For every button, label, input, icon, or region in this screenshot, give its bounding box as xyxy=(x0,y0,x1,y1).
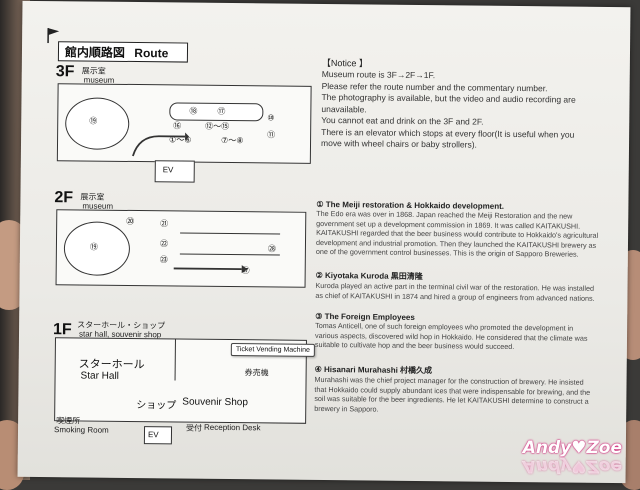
section-1: ① The Meiji restoration & Hokkaido devel… xyxy=(316,200,617,260)
reception-label-en: Reception Desk xyxy=(204,423,261,433)
route-number: ⑫～⑮ xyxy=(205,121,229,132)
route-leaflet: 館内順路図 Route 3F 展示室 museum ⑲ ⑱ ⑰ ⑯ ⑫～⑮ ①～… xyxy=(18,1,631,483)
route-number: ㉓ xyxy=(160,254,168,265)
watermark-reflection: Andy♥Zoe xyxy=(523,456,622,476)
title-jp: 館内順路図 xyxy=(65,45,125,60)
floor-2f-tag: 2F xyxy=(54,189,73,207)
star-hall-label-en: Star Hall xyxy=(81,370,119,381)
route-number: ⑳ xyxy=(126,216,134,227)
route-number: ⑰ xyxy=(217,106,225,117)
route-number: ㉒ xyxy=(160,238,168,249)
route-arrow xyxy=(129,126,189,161)
ticket-vending-label-jp: 券売機 xyxy=(245,367,269,378)
section-4: ④ Hisanari Murahashi 村橋久成 Murahashi was … xyxy=(314,364,615,417)
section-line: one of the government control businesses… xyxy=(316,247,616,260)
route-number: ⑲ xyxy=(89,116,97,127)
route-title: 館内順路図 Route xyxy=(58,41,188,62)
ticket-vending-label: Ticket Vending Machine xyxy=(236,346,310,354)
smoking-room-label-en: Smoking Room xyxy=(54,425,109,435)
route-number: ⑩ xyxy=(267,113,274,122)
route-number: ⑪ xyxy=(267,129,275,140)
route-number: ⑦～⑧ xyxy=(221,135,243,146)
floor-3f-elevator xyxy=(155,160,195,182)
floor-2f-corridor xyxy=(180,232,280,255)
floor-3f-inner-oval xyxy=(169,102,263,121)
reception-label-jp: 受付 xyxy=(186,423,202,434)
title-en: Route xyxy=(134,46,168,60)
notice-block: 【Notice 】 Museum route is 3F→2F→1F. Plea… xyxy=(321,56,617,153)
route-number: ⑱ xyxy=(189,106,197,117)
ticket-vending-callout: Ticket Vending Machine xyxy=(231,343,315,357)
route-number: ㉑ xyxy=(160,218,168,229)
watermark: Andy♥Zoe xyxy=(523,438,622,458)
elevator-label: EV xyxy=(163,165,174,174)
shop-label-jp: ショップ xyxy=(136,396,176,411)
section-3: ③ The Foreign Employees Tomas Anticell, … xyxy=(315,312,615,353)
section-2: ② Kiyotaka Kuroda 黒田清隆 Kuroda played an … xyxy=(315,270,615,303)
floor-3f-tag: 3F xyxy=(56,63,75,81)
route-arrow xyxy=(170,258,250,279)
elevator-label: EV xyxy=(148,430,159,439)
shop-label-en: Souvenir Shop xyxy=(182,397,248,409)
route-number: ⑲ xyxy=(90,242,98,253)
